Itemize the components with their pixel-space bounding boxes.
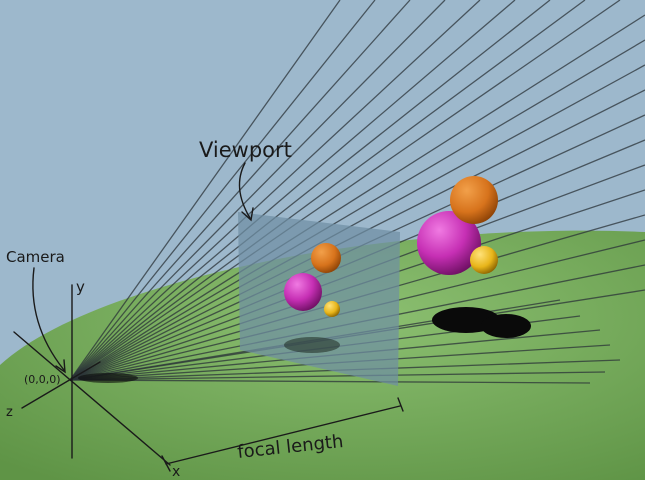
focal-length-tick-end <box>397 397 404 412</box>
ray-line <box>69 14 645 381</box>
camera-pointer-arrow <box>32 267 65 371</box>
z-axis-label: z <box>6 405 13 420</box>
projected-magenta-sphere <box>284 273 322 311</box>
ray-line <box>69 371 606 381</box>
ray-line <box>69 0 446 381</box>
shadow-small <box>481 314 531 338</box>
viewport-pointer-arrow <box>238 162 251 219</box>
ray-line <box>69 39 645 381</box>
ray-line <box>69 0 341 381</box>
ray-line <box>69 379 591 384</box>
ray-line <box>69 0 516 381</box>
ray-line <box>69 0 481 381</box>
orange-sphere <box>450 176 498 224</box>
scene-spheres <box>417 176 498 275</box>
camera-label: Camera <box>6 248 65 266</box>
viewport-label: Viewport <box>199 138 292 162</box>
origin-label: (0,0,0) <box>24 373 61 386</box>
ground-shadows <box>78 307 531 383</box>
projection-shadow <box>284 337 340 353</box>
ray-line <box>69 0 621 381</box>
ray-line <box>69 0 376 381</box>
y-axis-label: y <box>76 278 85 296</box>
focal-length-line <box>165 405 401 465</box>
focal-length-tick-start <box>161 455 171 472</box>
rays <box>69 0 645 384</box>
coordinate-axes <box>13 162 404 472</box>
x-axis-label: x <box>172 464 180 480</box>
z-axis-line <box>21 361 101 409</box>
ray-line <box>69 64 645 381</box>
projected-orange-sphere <box>311 243 341 273</box>
viewport-projection <box>284 243 341 353</box>
viewport-pointer-arrowhead <box>241 207 254 222</box>
camera-pointer-arrowhead <box>55 359 66 374</box>
projected-yellow-sphere <box>324 301 340 317</box>
ray-line <box>69 0 551 381</box>
yellow-sphere <box>470 246 498 274</box>
shadow-camera <box>78 373 138 383</box>
x-axis-line <box>13 331 171 466</box>
ray-line <box>69 0 586 381</box>
magenta-sphere <box>417 211 481 275</box>
